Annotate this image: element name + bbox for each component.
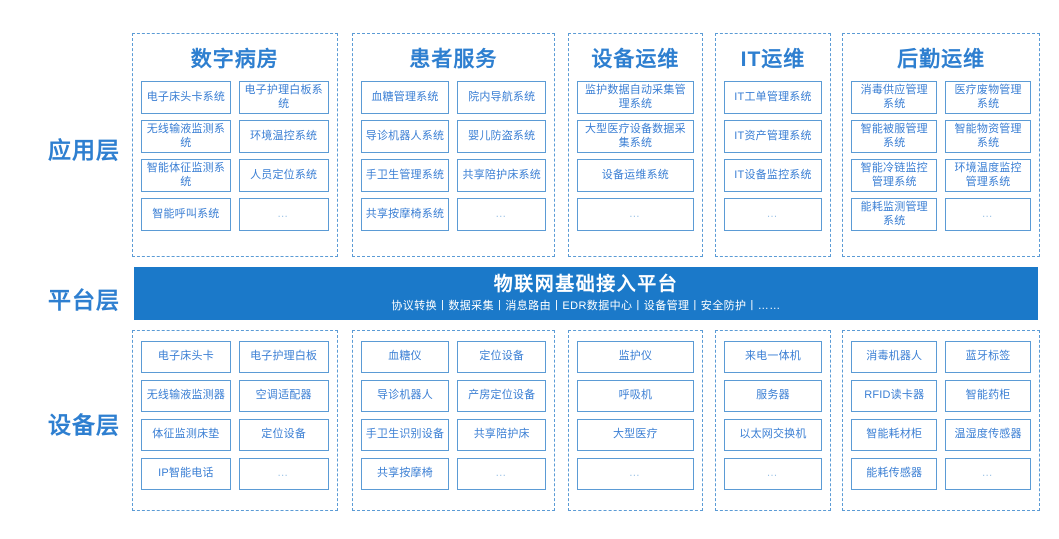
card-grid: 监护仪 呼吸机 大型医疗 … bbox=[577, 341, 694, 490]
device-card[interactable]: 蓝牙标签 bbox=[945, 341, 1031, 373]
layer-label-platform: 平台层 bbox=[48, 287, 120, 313]
device-card[interactable]: 手卫生识别设备 bbox=[360, 419, 450, 451]
device-card[interactable]: 空调适配器 bbox=[238, 380, 329, 412]
card-grid: 电子床头卡系统 电子护理白板系统 无线输液监测系统 环境温控系统 智能体征监测系… bbox=[141, 81, 329, 232]
group-title: 数字病房 bbox=[190, 48, 279, 71]
card-grid: 监护数据自动采集管理系统 大型医疗设备数据采集系统 设备运维系统 … bbox=[577, 81, 694, 232]
device-card[interactable]: 体征监测床垫 bbox=[141, 419, 231, 451]
layer-label-device: 设备层 bbox=[48, 412, 120, 438]
app-card[interactable]: 导诊机器人系统 bbox=[360, 120, 450, 154]
group-title: IT运维 bbox=[740, 48, 806, 71]
app-card[interactable]: 大型医疗设备数据采集系统 bbox=[577, 120, 694, 154]
device-card[interactable]: 定位设备 bbox=[457, 341, 547, 373]
device-card-more[interactable]: … bbox=[945, 458, 1031, 490]
device-card[interactable]: 温湿度传感器 bbox=[945, 419, 1031, 451]
device-card[interactable]: IP智能电话 bbox=[141, 458, 231, 490]
device-card[interactable]: 服务器 bbox=[723, 380, 823, 412]
app-card-more[interactable]: … bbox=[723, 198, 823, 232]
group-logistics-ops: 后勤运维 消毒供应管理系统 医疗废物管理系统 智能被服管理系统 智能物资管理系统… bbox=[842, 33, 1040, 257]
app-card[interactable]: 血糖管理系统 bbox=[360, 81, 450, 115]
app-card[interactable]: 消毒供应管理系统 bbox=[851, 81, 938, 115]
device-card[interactable]: 呼吸机 bbox=[577, 380, 694, 412]
group-title: 后勤运维 bbox=[897, 48, 986, 71]
app-card[interactable]: 共享陪护床系统 bbox=[457, 159, 547, 193]
app-card[interactable]: 能耗监测管理系统 bbox=[851, 198, 938, 232]
device-card[interactable]: 电子床头卡 bbox=[141, 341, 231, 373]
card-grid: IT工单管理系统 IT资产管理系统 IT设备监控系统 … bbox=[723, 81, 823, 232]
application-layer-row: 数字病房 电子床头卡系统 电子护理白板系统 无线输液监测系统 环境温控系统 智能… bbox=[132, 33, 1040, 257]
device-card[interactable]: 消毒机器人 bbox=[851, 341, 938, 373]
app-card[interactable]: 智能物资管理系统 bbox=[945, 120, 1031, 154]
device-card-more[interactable]: … bbox=[723, 458, 823, 490]
device-card[interactable]: 无线输液监测器 bbox=[141, 380, 231, 412]
device-card[interactable]: 共享按摩椅 bbox=[360, 458, 450, 490]
device-card[interactable]: 来电一体机 bbox=[723, 341, 823, 373]
app-card[interactable]: 设备运维系统 bbox=[577, 159, 694, 193]
app-card[interactable]: 环境温控系统 bbox=[238, 120, 329, 154]
app-card[interactable]: 电子床头卡系统 bbox=[141, 81, 231, 115]
device-group-logistics-ops: 消毒机器人 蓝牙标签 RFID读卡器 智能药柜 智能耗材柜 温湿度传感器 能耗传… bbox=[842, 330, 1040, 511]
group-title: 患者服务 bbox=[409, 48, 498, 71]
device-card[interactable]: 能耗传感器 bbox=[851, 458, 938, 490]
app-card[interactable]: 环境温度监控管理系统 bbox=[945, 159, 1031, 193]
platform-layer-bar: 物联网基础接入平台 协议转换丨数据采集丨消息路由丨EDR数据中心丨设备管理丨安全… bbox=[134, 267, 1038, 320]
layer-label-application: 应用层 bbox=[48, 137, 120, 163]
device-card[interactable]: 智能耗材柜 bbox=[851, 419, 938, 451]
group-digital-ward: 数字病房 电子床头卡系统 电子护理白板系统 无线输液监测系统 环境温控系统 智能… bbox=[132, 33, 338, 257]
device-card-more[interactable]: … bbox=[457, 458, 547, 490]
device-card[interactable]: 共享陪护床 bbox=[457, 419, 547, 451]
app-card[interactable]: 智能体征监测系统 bbox=[141, 159, 231, 193]
group-it-ops: IT运维 IT工单管理系统 IT资产管理系统 IT设备监控系统 … bbox=[714, 33, 832, 257]
app-card[interactable]: IT工单管理系统 bbox=[723, 81, 823, 115]
card-grid: 血糖管理系统 院内导航系统 导诊机器人系统 婴儿防盗系统 手卫生管理系统 共享陪… bbox=[360, 81, 547, 232]
app-card[interactable]: IT设备监控系统 bbox=[723, 159, 823, 193]
app-card[interactable]: 智能呼叫系统 bbox=[141, 198, 231, 232]
app-card-more[interactable]: … bbox=[238, 198, 329, 232]
app-card[interactable]: 电子护理白板系统 bbox=[238, 81, 329, 115]
device-group-it-ops: 来电一体机 服务器 以太网交换机 … bbox=[714, 330, 832, 511]
device-card-more[interactable]: … bbox=[577, 458, 694, 490]
device-card[interactable]: 监护仪 bbox=[577, 341, 694, 373]
device-group-patient-service: 血糖仪 定位设备 导诊机器人 产房定位设备 手卫生识别设备 共享陪护床 共享按摩… bbox=[351, 330, 556, 511]
device-card[interactable]: 电子护理白板 bbox=[238, 341, 329, 373]
device-card[interactable]: 智能药柜 bbox=[945, 380, 1031, 412]
app-card[interactable]: 智能被服管理系统 bbox=[851, 120, 938, 154]
card-grid: 消毒机器人 蓝牙标签 RFID读卡器 智能药柜 智能耗材柜 温湿度传感器 能耗传… bbox=[851, 341, 1031, 490]
device-card[interactable]: 大型医疗 bbox=[577, 419, 694, 451]
card-grid: 消毒供应管理系统 医疗废物管理系统 智能被服管理系统 智能物资管理系统 智能冷链… bbox=[851, 81, 1031, 232]
device-card[interactable]: 定位设备 bbox=[238, 419, 329, 451]
platform-subtitle: 协议转换丨数据采集丨消息路由丨EDR数据中心丨设备管理丨安全防护丨…… bbox=[391, 300, 781, 313]
device-card[interactable]: 产房定位设备 bbox=[457, 380, 547, 412]
card-grid: 电子床头卡 电子护理白板 无线输液监测器 空调适配器 体征监测床垫 定位设备 I… bbox=[141, 341, 329, 490]
device-card[interactable]: RFID读卡器 bbox=[851, 380, 938, 412]
group-equipment-ops: 设备运维 监护数据自动采集管理系统 大型医疗设备数据采集系统 设备运维系统 … bbox=[568, 33, 703, 257]
platform-title: 物联网基础接入平台 bbox=[493, 273, 679, 295]
app-card[interactable]: 无线输液监测系统 bbox=[141, 120, 231, 154]
app-card[interactable]: IT资产管理系统 bbox=[723, 120, 823, 154]
app-card[interactable]: 院内导航系统 bbox=[457, 81, 547, 115]
app-card[interactable]: 监护数据自动采集管理系统 bbox=[577, 81, 694, 115]
device-card-more[interactable]: … bbox=[238, 458, 329, 490]
group-patient-service: 患者服务 血糖管理系统 院内导航系统 导诊机器人系统 婴儿防盗系统 手卫生管理系… bbox=[351, 33, 556, 257]
app-card[interactable]: 人员定位系统 bbox=[238, 159, 329, 193]
app-card[interactable]: 手卫生管理系统 bbox=[360, 159, 450, 193]
device-group-digital-ward: 电子床头卡 电子护理白板 无线输液监测器 空调适配器 体征监测床垫 定位设备 I… bbox=[132, 330, 338, 511]
device-card[interactable]: 以太网交换机 bbox=[723, 419, 823, 451]
app-card-more[interactable]: … bbox=[457, 198, 547, 232]
group-title: 设备运维 bbox=[591, 48, 680, 71]
card-grid: 血糖仪 定位设备 导诊机器人 产房定位设备 手卫生识别设备 共享陪护床 共享按摩… bbox=[360, 341, 547, 490]
device-group-equipment-ops: 监护仪 呼吸机 大型医疗 … bbox=[568, 330, 703, 511]
app-card[interactable]: 智能冷链监控管理系统 bbox=[851, 159, 938, 193]
device-layer-row: 电子床头卡 电子护理白板 无线输液监测器 空调适配器 体征监测床垫 定位设备 I… bbox=[132, 330, 1040, 511]
app-card[interactable]: 医疗废物管理系统 bbox=[945, 81, 1031, 115]
device-card[interactable]: 导诊机器人 bbox=[360, 380, 450, 412]
device-card[interactable]: 血糖仪 bbox=[360, 341, 450, 373]
app-card[interactable]: 共享按摩椅系统 bbox=[360, 198, 450, 232]
app-card[interactable]: 婴儿防盗系统 bbox=[457, 120, 547, 154]
app-card-more[interactable]: … bbox=[577, 198, 694, 232]
card-grid: 来电一体机 服务器 以太网交换机 … bbox=[723, 341, 823, 490]
app-card-more[interactable]: … bbox=[945, 198, 1031, 232]
